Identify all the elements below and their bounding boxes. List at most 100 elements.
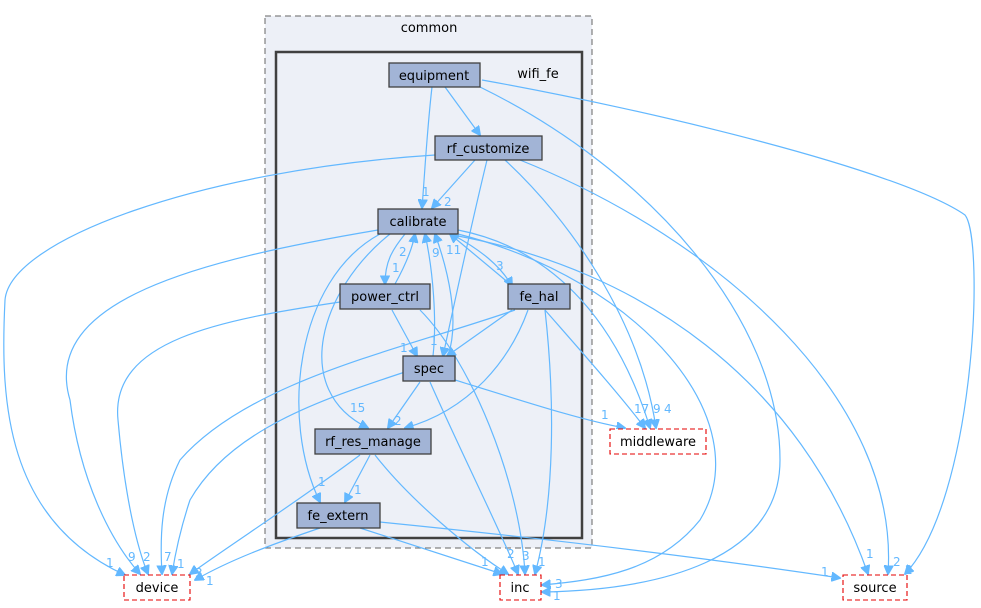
node-inc-label: inc xyxy=(511,581,530,596)
edge-label: 17 xyxy=(634,402,649,416)
edge-label: 6 xyxy=(406,421,414,435)
node-source[interactable]: source xyxy=(842,574,908,601)
edge-calibrate-source xyxy=(457,235,868,574)
edge-label: 2 xyxy=(905,563,913,577)
edge-spec-inc xyxy=(429,381,518,574)
edge-fe_extern-inc xyxy=(359,527,502,574)
edge-calibrate-device xyxy=(65,229,379,574)
node-calibrate-label: calibrate xyxy=(390,215,447,230)
node-device-label: device xyxy=(136,581,179,596)
edge-label: 9 xyxy=(128,550,136,564)
edge-fe_hal-device xyxy=(161,309,516,574)
edge-labels: 1 1 2 2 1 9 11 3 1 1 2 15 6 1 1 1 17 9 4… xyxy=(106,136,913,603)
edge-power_ctrl-device xyxy=(117,301,341,574)
edge-label: 2 xyxy=(399,245,407,259)
edge-spec-rf_res_manage xyxy=(388,381,421,428)
node-fe_hal[interactable]: fe_hal xyxy=(507,283,571,310)
edge-rf_customize-device xyxy=(3,154,436,575)
edge-equipment-calibrate xyxy=(422,86,433,208)
edge-label: 1 xyxy=(392,261,400,275)
edge-power_ctrl-calibrate xyxy=(394,234,415,285)
edge-label: 1 xyxy=(866,547,874,561)
edge-fe_hal-spec xyxy=(447,309,513,356)
node-middleware[interactable]: middleware xyxy=(609,428,707,455)
edge-rf_customize-source xyxy=(519,159,889,574)
edge-label: 11 xyxy=(446,243,461,257)
edge-calibrate-fe_hal xyxy=(454,235,512,286)
node-rf_customize-label: rf_customize xyxy=(447,142,530,157)
edge-spec-device xyxy=(172,371,406,574)
node-source-label: source xyxy=(853,581,896,596)
cluster-wifi_fe-label: wifi_fe xyxy=(517,67,559,82)
edge-power_ctrl-spec xyxy=(391,309,417,356)
edge-rf_customize-middleware xyxy=(504,159,656,428)
edge-label: 2 xyxy=(893,555,901,569)
edge-equipment-source xyxy=(481,79,975,574)
edge-rf_res_manage-fe_extern xyxy=(345,454,371,502)
node-rf_customize[interactable]: rf_customize xyxy=(434,135,543,161)
node-fe_extern[interactable]: fe_extern xyxy=(296,502,381,529)
edge-fe_hal-calibrate xyxy=(450,234,511,285)
node-fe_hal-label: fe_hal xyxy=(520,290,559,305)
edge-calibrate-inc xyxy=(457,233,717,585)
edge-fe_hal-middleware xyxy=(544,309,645,428)
edge-label: 1 xyxy=(821,565,829,579)
edge-rf_customize-calibrate xyxy=(432,159,476,208)
edge-label: 3 xyxy=(496,259,504,273)
edge-label: 1 xyxy=(177,557,185,571)
edge-fe_hal-rf_res_manage xyxy=(405,309,529,428)
edge-label: 2 xyxy=(507,547,515,561)
edge-label: 3 xyxy=(195,566,203,580)
node-power_ctrl-label: power_ctrl xyxy=(351,290,419,305)
edge-label: 1 xyxy=(106,556,114,570)
node-rf_res_manage[interactable]: rf_res_manage xyxy=(314,428,432,455)
node-equipment-label: equipment xyxy=(399,69,469,84)
edge-label: 1 xyxy=(481,555,489,569)
node-rf_res_manage-label: rf_res_manage xyxy=(325,435,421,450)
edge-label: 3 xyxy=(522,549,530,563)
edge-label: 1 xyxy=(430,334,438,348)
node-middleware-label: middleware xyxy=(620,435,696,450)
node-inc[interactable]: inc xyxy=(499,574,542,601)
edge-label: 1 xyxy=(354,483,362,497)
edge-rf_res_manage-device xyxy=(190,454,361,574)
edge-equipment-inc xyxy=(479,86,781,592)
edge-label: 1 xyxy=(400,341,408,355)
cluster-common-label: common xyxy=(401,21,458,36)
node-fe_extern-label: fe_extern xyxy=(308,509,369,524)
edge-label: 1 xyxy=(206,574,214,588)
edge-calibrate-power_ctrl xyxy=(385,233,406,284)
node-equipment[interactable]: equipment xyxy=(388,62,481,88)
edge-label: 3 xyxy=(555,577,563,591)
edge-label: 1 xyxy=(553,589,561,603)
node-device[interactable]: device xyxy=(123,574,191,601)
edge-spec-calibrate-b xyxy=(435,234,454,357)
edge-label: 4 xyxy=(664,402,672,416)
edge-label: 1 xyxy=(538,555,546,569)
edge-rf_res_manage-inc xyxy=(374,454,508,574)
edge-label: 1 xyxy=(318,475,326,489)
edge-label: 9 xyxy=(432,246,440,260)
node-calibrate[interactable]: calibrate xyxy=(377,208,459,235)
edge-label: 2 xyxy=(394,414,402,428)
edge-calibrate-fe_extern xyxy=(298,233,381,502)
edge-label: 9 xyxy=(653,402,661,416)
edge-fe_hal-inc xyxy=(535,309,553,574)
edges xyxy=(3,79,975,592)
edge-calibrate-rf_res_manage xyxy=(321,233,391,428)
edge-fe_extern-source xyxy=(379,521,840,578)
edge-label: 15 xyxy=(350,401,365,415)
node-power_ctrl[interactable]: power_ctrl xyxy=(339,283,431,310)
edge-fe_extern-device xyxy=(195,527,321,580)
edge-label: 7 xyxy=(164,550,172,564)
edge-calibrate-middleware-a xyxy=(457,229,650,428)
edge-rf_customize-spec xyxy=(443,159,488,356)
node-spec-label: spec xyxy=(414,362,444,377)
node-spec[interactable]: spec xyxy=(402,355,456,382)
edge-label: 1 xyxy=(422,185,430,199)
edge-label: 2 xyxy=(444,195,452,209)
edge-spec-calibrate-a xyxy=(425,234,436,357)
edge-spec-middleware xyxy=(454,379,625,428)
edge-label: 1 xyxy=(601,408,609,422)
